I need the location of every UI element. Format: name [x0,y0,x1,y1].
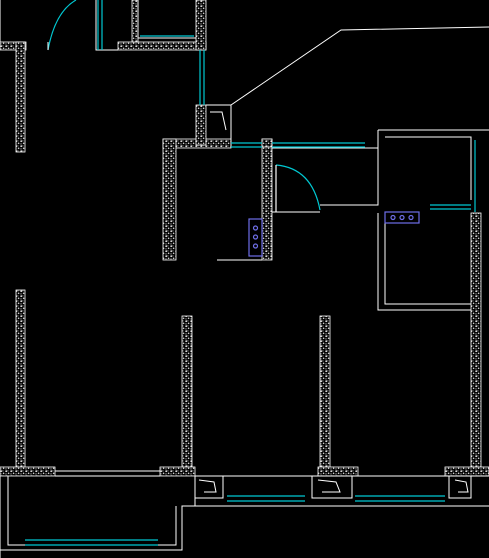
windows [25,0,476,546]
wall-left-column [15,41,26,153]
window-jamb-3 [448,475,472,499]
wall-bottom-mid-1 [159,466,196,477]
wall-right-column [470,212,482,469]
wall-interior-col-2 [319,315,331,469]
door-swing-top-left [47,0,77,51]
fixture-vertical-knob-1 [252,225,259,231]
wall-left-column-mid [15,289,26,469]
wall-right-room-3 [385,136,472,200]
fixture-horizontal-unit [384,211,420,224]
flue-detail-2 [317,479,341,493]
door-swing-core [275,164,321,211]
fixtures [248,211,420,257]
wall-top-box [137,0,196,39]
wall-core-left [162,138,177,261]
fixture-vertical-unit [248,218,263,257]
wall-shaft-left [195,104,207,146]
flue-detail-1 [198,479,217,493]
wall-core-right [261,138,273,261]
wall-core-mid-top [261,138,273,148]
wall-balcony-bottom [0,505,195,551]
flue-detail-3 [454,479,469,493]
concrete-walls [0,0,489,477]
wall-left-top-stub [0,41,27,51]
fixture-vertical-knob-2 [252,234,259,240]
fixture-horizontal-knob-1 [390,214,396,221]
window-jamb-1 [194,475,224,499]
wall-right-room-4 [377,213,471,311]
fixture-horizontal-knob-3 [408,214,414,221]
wall-top-small-pier [131,0,139,43]
wall-balcony-inner [7,476,177,546]
wall-diagonal-edge [230,26,489,106]
fixture-horizontal-knob-2 [399,214,405,221]
wall-bottom-mid-2 [317,466,359,477]
wall-top-mid-outline [95,0,118,51]
shaft-detail-1 [210,111,227,131]
wall-interior-col-1 [181,315,193,469]
fixture-vertical-knob-3 [252,243,259,249]
wall-bottom-left [0,466,56,477]
shaft-details [198,111,469,493]
wall-right-room-2 [320,130,379,206]
wall-top-mid-stub [117,41,207,51]
doors [47,0,321,212]
wall-right-room-5 [384,213,471,305]
wall-top-mid-pier [195,0,207,51]
window-jamb-2 [311,475,353,499]
wall-bottom-right [444,466,489,477]
